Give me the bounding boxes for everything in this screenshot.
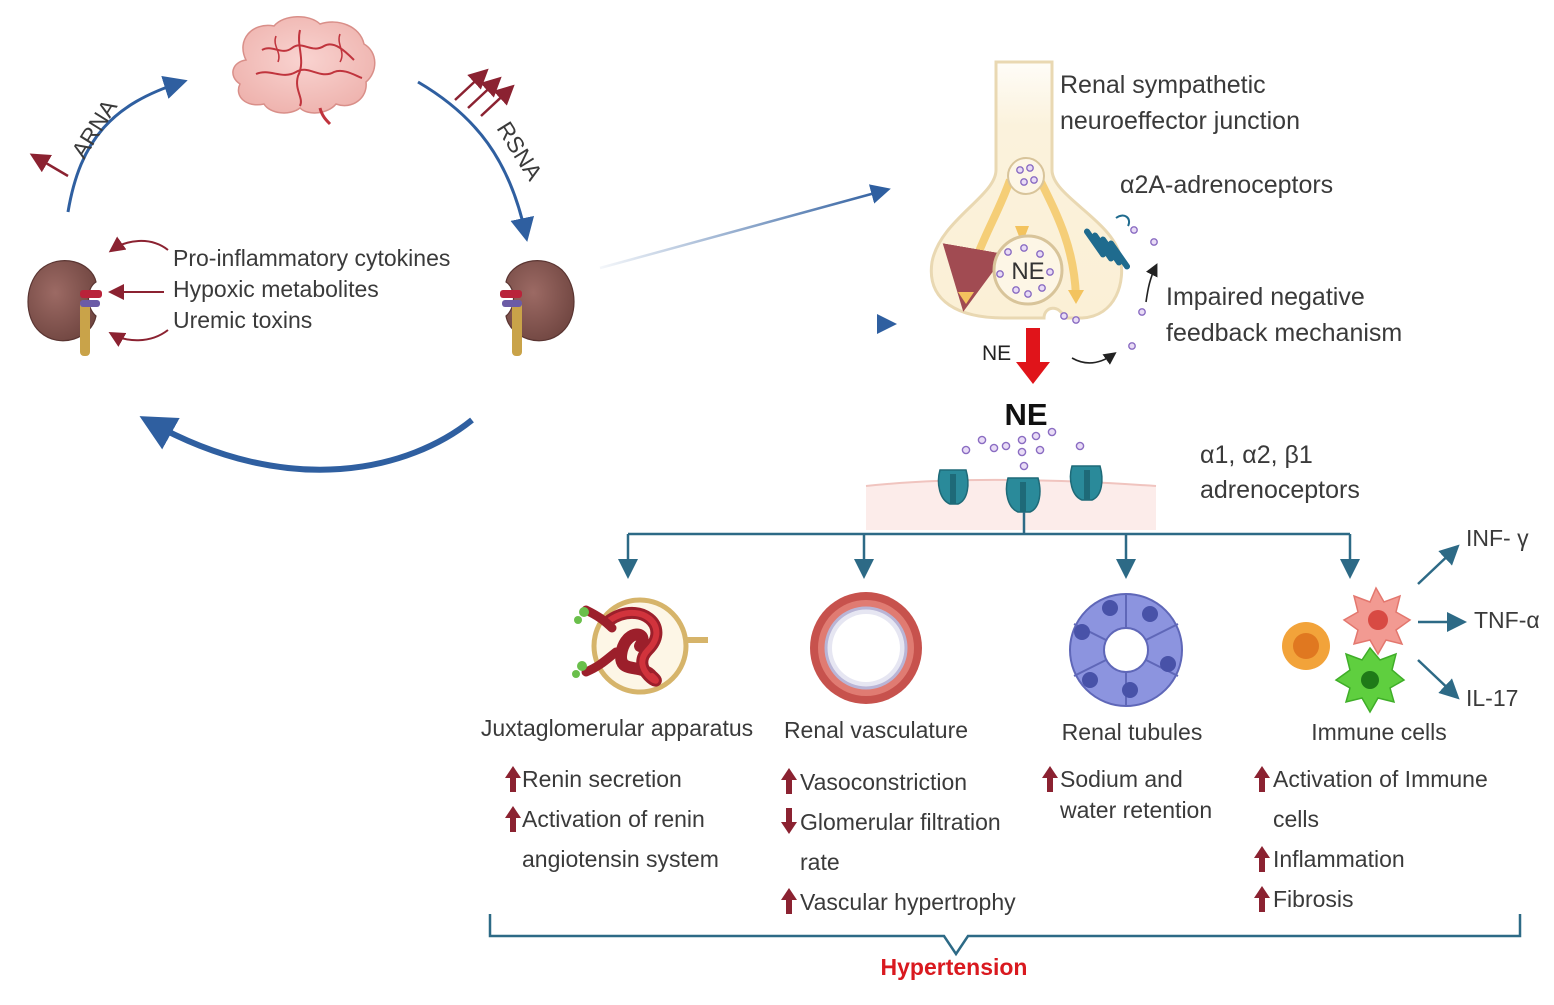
effect-text: Glomerular filtration: [800, 809, 1001, 835]
effect-text: rate: [800, 849, 840, 875]
effect-text: Fibrosis: [1273, 886, 1354, 912]
postsynaptic-receptor-left: [937, 469, 969, 505]
renal-tubules-icon: [1069, 593, 1183, 707]
effect-up-arrow-icon: [505, 806, 521, 832]
released-ne-particles: [1060, 226, 1158, 350]
junction-title-line2: neuroeffector junction: [1060, 107, 1300, 135]
effect-up-arrow-icon: [1254, 886, 1270, 912]
cytokine-arrows: [1417, 544, 1467, 700]
effect-text: Activation of Immune: [1273, 766, 1488, 792]
factor-arrows: [108, 236, 169, 347]
effect-up-arrow-icon: [1254, 846, 1270, 872]
postsynaptic-receptor-center: [1005, 477, 1041, 513]
effect-down-arrow-icon: [781, 808, 797, 834]
effect-text: Activation of renin: [522, 806, 705, 832]
target-title-juxtaglomerular: Juxtaglomerular apparatus: [481, 715, 753, 741]
vesicle-ne-label: NE: [1011, 258, 1044, 285]
rsna-label: RSNA: [492, 117, 548, 186]
effect-text: Renin secretion: [522, 766, 682, 792]
junction-title-line1: Renal sympathetic: [1060, 71, 1266, 99]
juxtaglomerular-icon: [572, 597, 708, 695]
a2a-adrenoceptor-label: α2A-adrenoceptors: [1120, 171, 1333, 199]
synaptic-vesicle-ne: [992, 234, 1064, 306]
effect-up-arrow-icon: [1042, 766, 1058, 792]
effect-up-arrow-icon: [505, 766, 521, 792]
cytokine-label-tnf-alpha: TNF-α: [1474, 607, 1540, 633]
brain-icon: [232, 16, 376, 126]
right-kidney-icon: [500, 260, 575, 356]
feedback-return-arrow: [139, 416, 474, 473]
post-receptor-label-line1: α1, α2, β1: [1200, 441, 1313, 469]
factor-label-cytokines: Pro-inflammatory cytokines: [173, 245, 450, 271]
postsynaptic-receptor-right: [1069, 465, 1103, 501]
synaptic-vesicle-small: [1007, 157, 1045, 195]
cytokine-label-il17: IL-17: [1466, 685, 1518, 711]
arna-label: ARNA: [66, 94, 122, 163]
rsna-efferent-arrow: [417, 80, 535, 242]
effect-up-arrow-icon: [781, 888, 797, 914]
effect-text: Sodium and: [1060, 766, 1183, 792]
effect-text: cells: [1273, 806, 1319, 832]
feedback-arrow-right: [1071, 352, 1117, 365]
a2a-adrenoceptor-icon: [1083, 214, 1131, 270]
factor-label-uremic: Uremic toxins: [173, 307, 312, 333]
distribution-tree: [618, 512, 1360, 579]
arna-afferent-arrow: [66, 75, 188, 213]
arna-increase-arrow: [29, 153, 69, 178]
effect-text: water retention: [1059, 797, 1212, 823]
post-receptor-label-line2: adrenoceptors: [1200, 476, 1360, 504]
immune-cells-icon: [1282, 586, 1412, 714]
factor-label-hypoxic: Hypoxic metabolites: [173, 276, 379, 302]
effect-text: Inflammation: [1273, 846, 1405, 872]
left-kidney-icon: [27, 260, 102, 356]
target-title-immune: Immune cells: [1311, 719, 1446, 745]
ne-big-label: NE: [1004, 397, 1047, 432]
effect-text: angiotensin system: [522, 846, 719, 872]
feedback-label-line2: feedback mechanism: [1166, 319, 1402, 347]
outcome-bracket: [488, 914, 1522, 957]
effect-text: Vascular hypertrophy: [800, 889, 1016, 915]
ne-release-label: NE: [982, 342, 1011, 365]
effect-up-arrow-icon: [1254, 766, 1270, 792]
kidney-to-junction-arrow-upper: [599, 184, 891, 270]
feedback-arrow-up: [1145, 263, 1158, 303]
feedback-label-line1: Impaired negative: [1166, 283, 1365, 311]
effect-up-arrow-icon: [781, 768, 797, 794]
cytokine-label-inf-gamma: INF- γ: [1466, 525, 1529, 551]
ne-cleft-particles: [961, 427, 1085, 471]
renal-vasculature-icon: [810, 592, 922, 704]
ne-release-arrow: [1016, 328, 1050, 384]
target-title-tubules: Renal tubules: [1062, 719, 1203, 745]
target-title-vasculature: Renal vasculature: [784, 717, 968, 743]
outcome-label: Hypertension: [881, 954, 1028, 980]
rsna-increase-arrows: [454, 68, 515, 117]
effect-text: Vasoconstriction: [800, 769, 967, 795]
